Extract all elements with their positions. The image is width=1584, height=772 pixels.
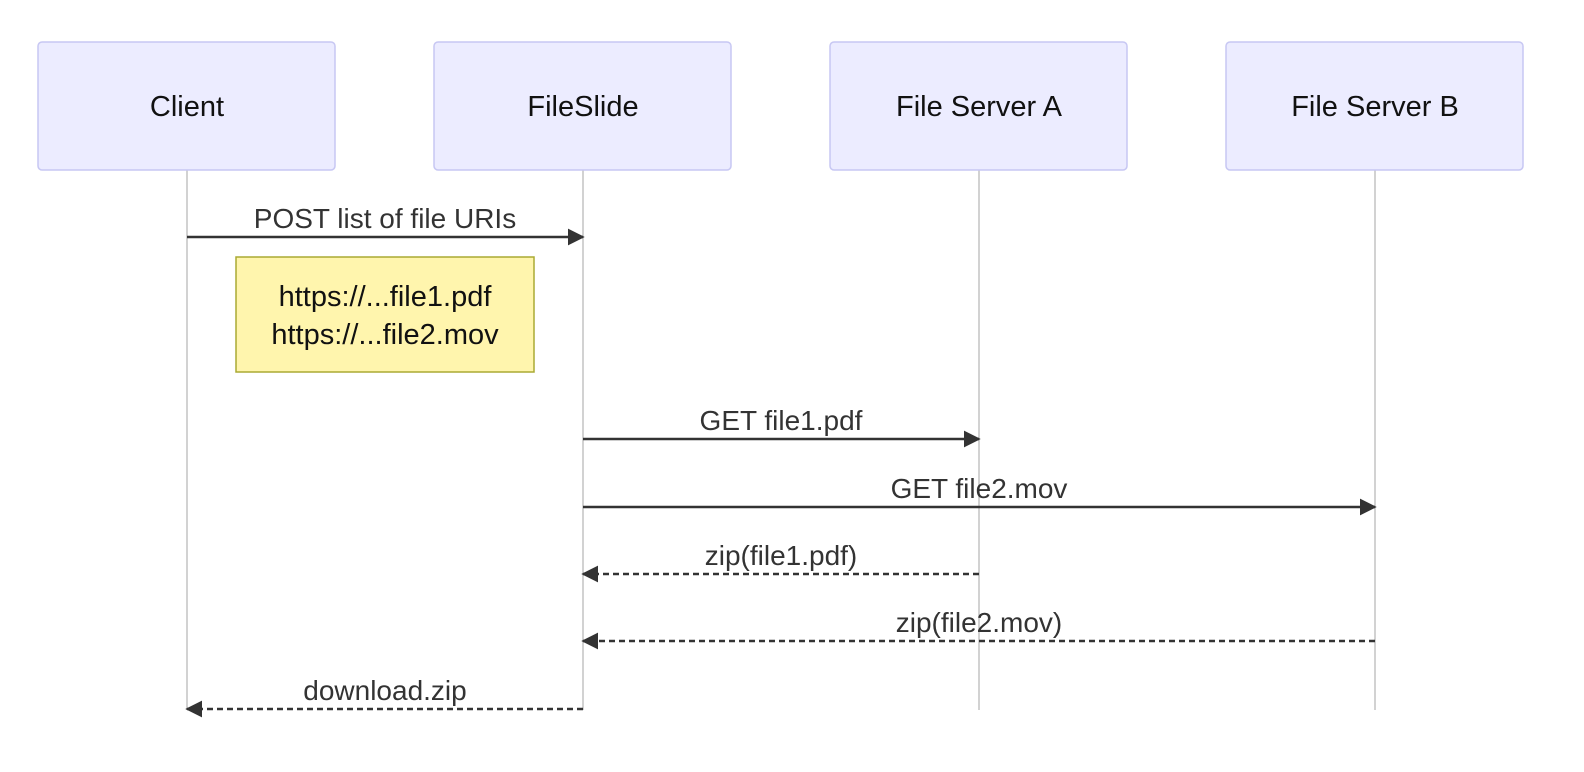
message-zip-file1: zip(file1.pdf)	[581, 540, 979, 583]
message-post-file-uris-label: POST list of file URIs	[254, 203, 516, 234]
actor-file-server-a-label: File Server A	[896, 91, 1063, 123]
actor-client: Client	[37, 41, 336, 171]
message-zip-file1-label: zip(file1.pdf)	[705, 540, 858, 571]
actor-file-server-a: File Server A	[829, 41, 1128, 171]
message-post-file-uris: POST list of file URIs	[187, 203, 585, 246]
note-line-1: https://...file1.pdf	[279, 281, 493, 313]
message-get-file2-label: GET file2.mov	[891, 473, 1068, 504]
note-line-2: https://...file2.mov	[271, 319, 499, 351]
message-zip-file2-label: zip(file2.mov)	[896, 607, 1062, 638]
note-box	[235, 256, 535, 373]
actor-file-server-b: File Server B	[1225, 41, 1524, 171]
message-get-file1-label: GET file1.pdf	[700, 405, 863, 436]
actor-fileslide-label: FileSlide	[527, 91, 638, 123]
message-download-zip-label: download.zip	[303, 675, 466, 706]
message-download-zip: download.zip	[185, 675, 583, 718]
message-get-file2: GET file2.mov	[583, 473, 1377, 516]
actor-fileslide: FileSlide	[433, 41, 732, 171]
note: https://...file1.pdf https://...file2.mo…	[235, 256, 535, 373]
message-get-file1: GET file1.pdf	[583, 405, 981, 448]
actor-file-server-b-label: File Server B	[1291, 91, 1459, 123]
actor-client-label: Client	[150, 91, 224, 123]
message-zip-file2: zip(file2.mov)	[581, 607, 1375, 650]
